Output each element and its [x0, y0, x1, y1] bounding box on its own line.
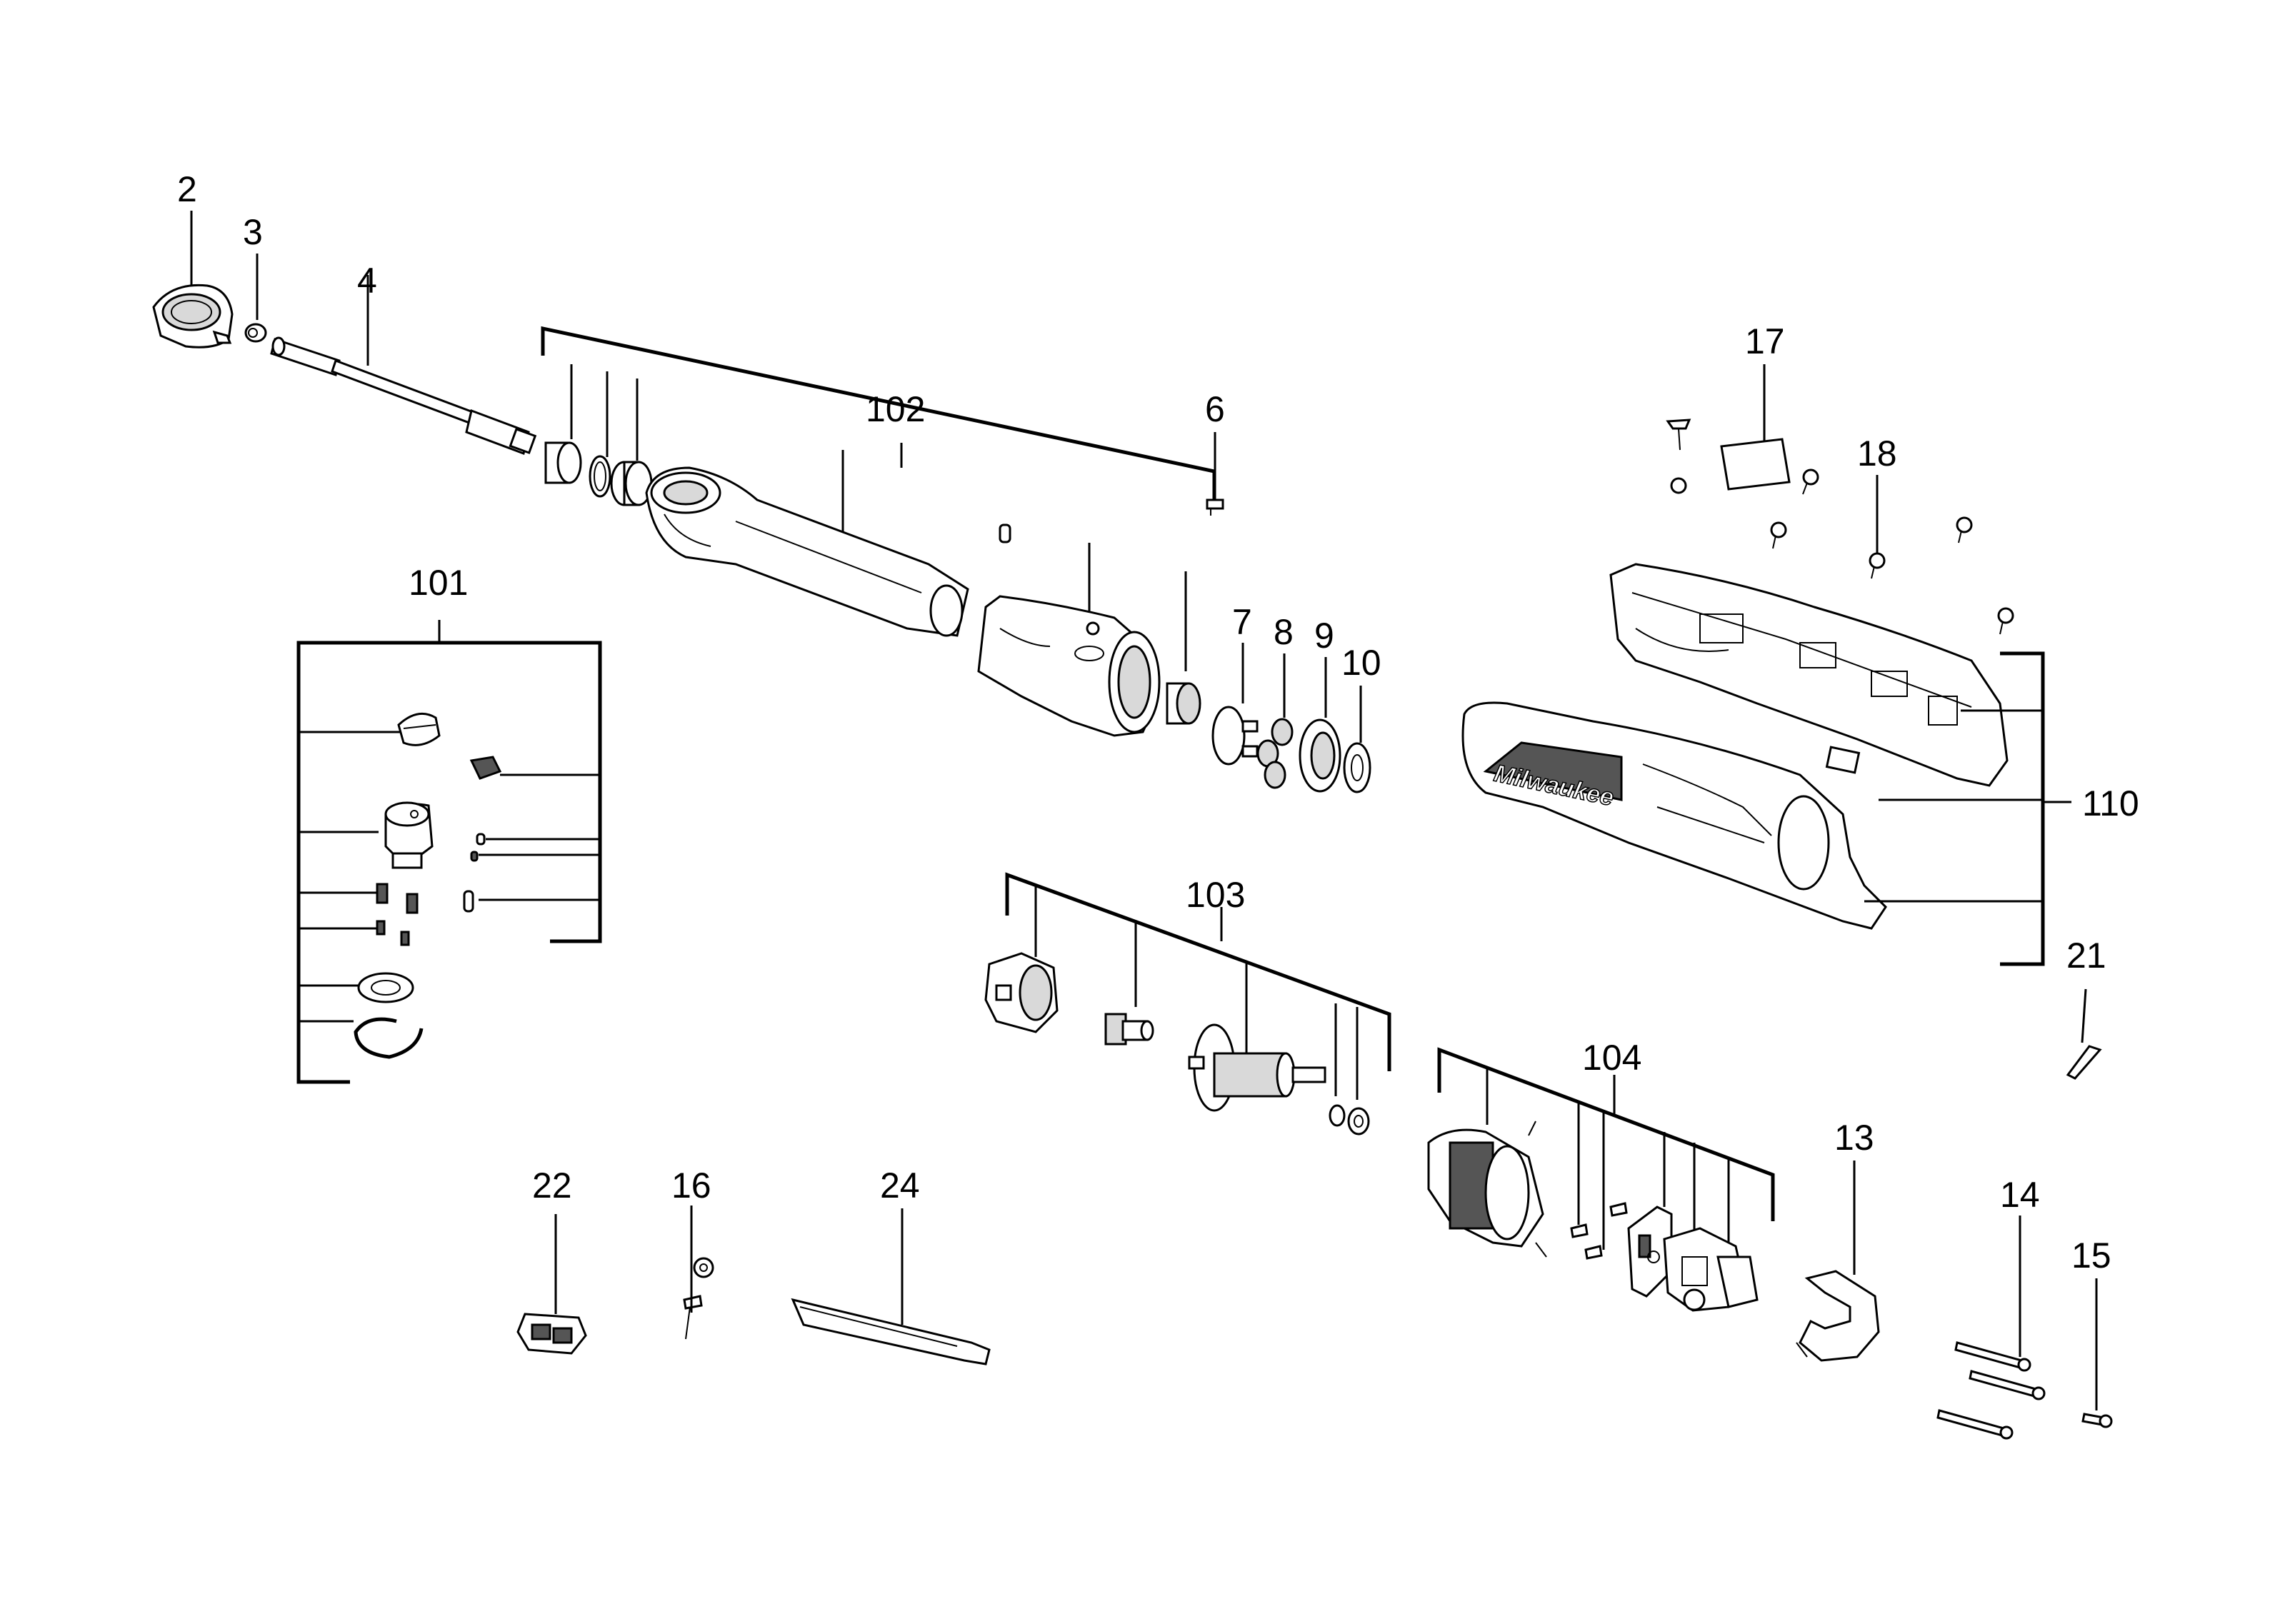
callout-110: 110 — [2082, 783, 2139, 823]
part-8-planet-gears — [1256, 718, 1294, 789]
part-103-rotor — [1188, 1023, 1326, 1112]
part-17-label — [1720, 438, 1791, 491]
callout-15: 15 — [2071, 1235, 2111, 1275]
part-103-bearings — [1329, 1104, 1370, 1136]
part-15-screw — [2081, 1413, 2113, 1428]
part-102-extension-housing — [645, 466, 1011, 637]
part-101-small-pins — [463, 833, 486, 913]
part-102-bearing-right — [610, 461, 653, 506]
callout-24: 24 — [880, 1166, 920, 1206]
callout-7: 7 — [1232, 602, 1252, 642]
part-103-motor-front-cap — [984, 952, 1059, 1033]
bracket-103 — [1005, 872, 1391, 1100]
callout-18: 18 — [1857, 433, 1897, 473]
part-4-drive-shaft — [270, 336, 537, 456]
part-7-carrier — [1211, 706, 1259, 766]
callout-14: 14 — [2000, 1175, 2040, 1215]
part-110-housing-bottom-half: Milwaukee — [1461, 701, 1887, 930]
bracket-104 — [1437, 1047, 1775, 1250]
callout-103: 103 — [1186, 875, 1245, 915]
callout-8: 8 — [1274, 612, 1294, 652]
callout-101: 101 — [409, 563, 468, 603]
part-10-washer — [1343, 742, 1371, 793]
part-17-screws — [1666, 418, 1819, 549]
part-6-screw — [1206, 498, 1224, 516]
callout-16: 16 — [671, 1166, 711, 1206]
part-101-retaining-clip — [354, 1017, 424, 1059]
part-13-end-cap — [1796, 1270, 1880, 1362]
part-22-clip — [516, 1313, 587, 1355]
part-102-needle-bearing-left — [544, 441, 582, 484]
part-2-ratchet-ring — [152, 284, 234, 349]
callout-4: 4 — [357, 261, 377, 301]
part-101-pawl — [469, 756, 502, 780]
bracket-110 — [1864, 651, 2071, 966]
callout-17: 17 — [1745, 321, 1785, 361]
part-104-fwd-rev-switch — [1716, 1255, 1759, 1308]
part-103-pinion — [1104, 1013, 1154, 1046]
callout-13: 13 — [1834, 1118, 1874, 1158]
part-16-screw-washer — [683, 1257, 714, 1340]
callout-102: 102 — [866, 389, 925, 429]
part-101-springs — [376, 883, 419, 946]
part-101-washer — [357, 972, 414, 1003]
bracket-101 — [296, 620, 602, 1084]
part-110-housing-top-half — [1609, 563, 2009, 787]
part-9-ring-gear — [1299, 718, 1341, 793]
callout-6: 6 — [1205, 389, 1225, 429]
part-101-ratchet-cap — [397, 712, 441, 746]
part-14-long-screws — [1936, 1341, 2046, 1440]
part-24-slide-cover — [791, 1298, 991, 1365]
callout-9: 9 — [1314, 616, 1334, 656]
part-3-bushing — [244, 323, 267, 343]
part-104-electronics-board — [1627, 1206, 1673, 1298]
part-102-retaining-ring — [589, 455, 611, 498]
part-101-anvil — [384, 801, 434, 869]
callout-10: 10 — [1341, 643, 1381, 683]
part-102-clutch-housing — [977, 595, 1161, 737]
callout-2: 2 — [177, 169, 197, 209]
part-21-pin — [2066, 1045, 2102, 1080]
part-102-bearing-end — [1166, 682, 1201, 725]
part-104-stator — [1427, 1121, 1547, 1258]
part-18-screws — [1869, 516, 2014, 635]
callout-3: 3 — [243, 212, 263, 252]
callout-22: 22 — [532, 1166, 572, 1206]
part-104-screws — [1570, 1202, 1628, 1260]
part-104-switch-module — [1663, 1227, 1744, 1312]
callout-21: 21 — [2066, 936, 2106, 976]
callout-104: 104 — [1582, 1038, 1641, 1078]
